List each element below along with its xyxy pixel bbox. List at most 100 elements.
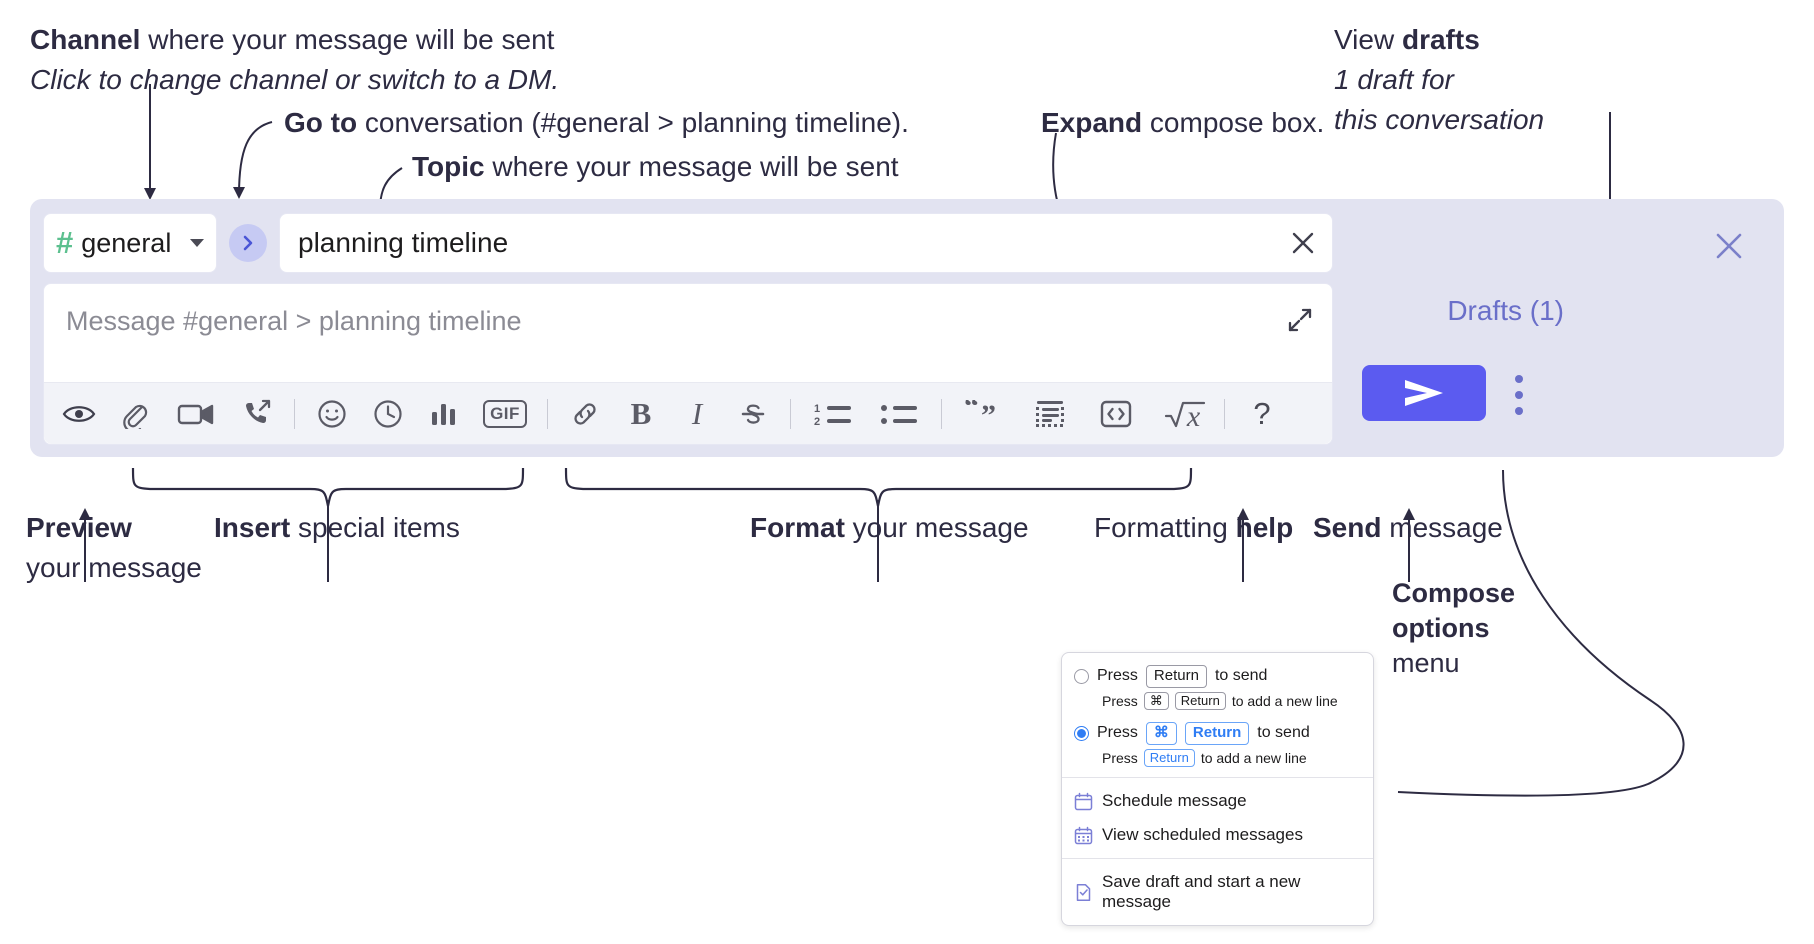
annotation-topic-bold: Topic: [412, 151, 485, 182]
formatting-toolbar: GIF B: [44, 382, 1332, 444]
annotation-compose-options: Compose options menu: [1392, 576, 1515, 681]
phone-outgoing-icon[interactable]: [236, 393, 278, 435]
annotation-send-rest: message: [1381, 512, 1503, 543]
compose-inner: # general planning timeline: [43, 213, 1333, 445]
menu-divider: [1062, 858, 1373, 859]
menu-item-schedule-message[interactable]: Schedule message: [1062, 784, 1373, 818]
clock-icon[interactable]: [367, 393, 409, 435]
topic-value: planning timeline: [298, 227, 509, 258]
preview-icon[interactable]: [58, 393, 100, 435]
bold-label: B: [630, 395, 652, 431]
blockquote-icon[interactable]: “ ”: [958, 393, 1010, 435]
draft-group: Save draft and start a new message: [1062, 859, 1373, 925]
annotation-insert-rest: special items: [290, 512, 460, 543]
annotation-channel-italic: Click to change channel or switch to a D…: [30, 63, 560, 95]
annotation-format-bold: Format: [750, 512, 845, 543]
kebab-dot: [1515, 391, 1523, 399]
annotation-channel-rest: where your message will be sent: [140, 24, 555, 55]
svg-text:“: “: [964, 400, 979, 423]
annotation-drafts-pre: View: [1334, 24, 1402, 55]
help-icon[interactable]: ?: [1241, 393, 1283, 435]
bold-icon[interactable]: B: [620, 393, 662, 435]
key-return: Return: [1143, 748, 1195, 767]
drafts-link[interactable]: Drafts (1): [1447, 295, 1564, 326]
send-button[interactable]: [1362, 365, 1486, 421]
annotation-goto: Go to conversation (#general > planning …: [284, 105, 909, 141]
option-return-sub: Press ⌘ Return to add a new line: [1062, 690, 1373, 712]
message-input-box[interactable]: Message #general > planning timeline: [43, 283, 1333, 445]
radio-cmd-return[interactable]: [1074, 725, 1089, 741]
annotation-preview-line2: your message: [26, 551, 202, 583]
hash-icon: #: [56, 224, 74, 260]
save-draft-icon: [1074, 883, 1093, 902]
key-return: Return: [1145, 665, 1207, 688]
inline-code-icon[interactable]: [1090, 393, 1142, 435]
compose-options-button[interactable]: [1512, 375, 1526, 415]
code-block-icon[interactable]: [1024, 393, 1076, 435]
send-icon: [1405, 380, 1443, 406]
italic-icon[interactable]: I: [676, 393, 718, 435]
toolbar-divider: [294, 398, 295, 429]
strikethrough-icon[interactable]: [732, 393, 774, 435]
emoji-icon[interactable]: [311, 393, 353, 435]
ordered-list-icon[interactable]: 1 2: [807, 393, 859, 435]
channel-name: general: [81, 227, 172, 258]
option-press-cmd-return[interactable]: Press ⌘ Return to send: [1062, 720, 1373, 747]
toolbar-divider: [790, 398, 791, 429]
option-cmd-tail: to send: [1257, 724, 1310, 742]
close-icon[interactable]: [1712, 229, 1746, 263]
option-return-tail: to send: [1214, 667, 1268, 685]
option-return-sub-press: Press: [1102, 692, 1138, 709]
annotation-compose-options-bold2: options: [1392, 613, 1490, 644]
expand-compose-icon[interactable]: [1286, 306, 1314, 334]
video-camera-icon[interactable]: [170, 393, 222, 435]
annotation-channel: Channel where your message will be sent …: [30, 22, 559, 98]
annotation-compose-options-bold1: Compose: [1392, 578, 1516, 608]
radio-return[interactable]: [1074, 668, 1089, 684]
annotation-drafts-bold: drafts: [1401, 24, 1480, 55]
annotation-drafts: View drafts 1 draft for this conversatio…: [1334, 22, 1544, 137]
menu-item-save-draft[interactable]: Save draft and start a new message: [1062, 865, 1373, 919]
annotation-format: Format your message: [750, 510, 1029, 546]
link-icon[interactable]: [564, 393, 606, 435]
bulleted-list-icon[interactable]: [873, 393, 925, 435]
compose-header-row: # general planning timeline: [43, 213, 1333, 273]
annotation-preview-bold: Preview: [26, 512, 132, 543]
toolbar-divider: [547, 398, 548, 429]
help-label: ?: [1253, 395, 1271, 431]
attachment-icon[interactable]: [114, 393, 156, 435]
calendar-icon: [1074, 792, 1093, 811]
math-icon[interactable]: x: [1156, 393, 1208, 435]
svg-text:”: ”: [981, 400, 996, 428]
option-return-sub-tail: to add a new line: [1231, 692, 1338, 709]
option-cmd-press: Press: [1097, 724, 1138, 742]
annotation-drafts-italic2: this conversation: [1334, 103, 1545, 135]
kebab-dot: [1515, 375, 1523, 383]
annotation-expand-rest: compose box.: [1142, 107, 1325, 138]
annotation-topic: Topic where your message will be sent: [412, 149, 899, 185]
svg-text:2: 2: [814, 416, 820, 427]
topic-input[interactable]: planning timeline: [279, 213, 1333, 273]
menu-item-label: Save draft and start a new message: [1102, 872, 1301, 911]
italic-label: I: [691, 395, 703, 431]
option-cmd-sub-press: Press: [1102, 749, 1138, 766]
toolbar-divider: [941, 398, 942, 429]
channel-selector[interactable]: # general: [43, 213, 217, 273]
annotation-send-bold: Send: [1313, 512, 1382, 543]
annotation-expand-bold: Expand: [1041, 107, 1143, 138]
annotation-insert-bold: Insert: [214, 512, 291, 543]
goto-conversation-button[interactable]: [229, 224, 267, 262]
clear-topic-icon[interactable]: [1288, 228, 1318, 258]
annotation-help-bold: help: [1235, 512, 1294, 543]
bar-chart-icon[interactable]: [423, 393, 465, 435]
menu-item-label: Schedule message: [1102, 791, 1247, 810]
annotation-channel-bold: Channel: [30, 24, 141, 55]
menu-item-view-scheduled-messages[interactable]: View scheduled messages: [1062, 818, 1373, 852]
option-press-return[interactable]: Press Return to send: [1062, 663, 1373, 690]
chevron-right-icon: [243, 235, 253, 251]
annotation-send: Send message: [1313, 510, 1503, 546]
calendar-grid-icon: [1074, 826, 1093, 845]
gif-icon[interactable]: GIF: [479, 393, 531, 435]
